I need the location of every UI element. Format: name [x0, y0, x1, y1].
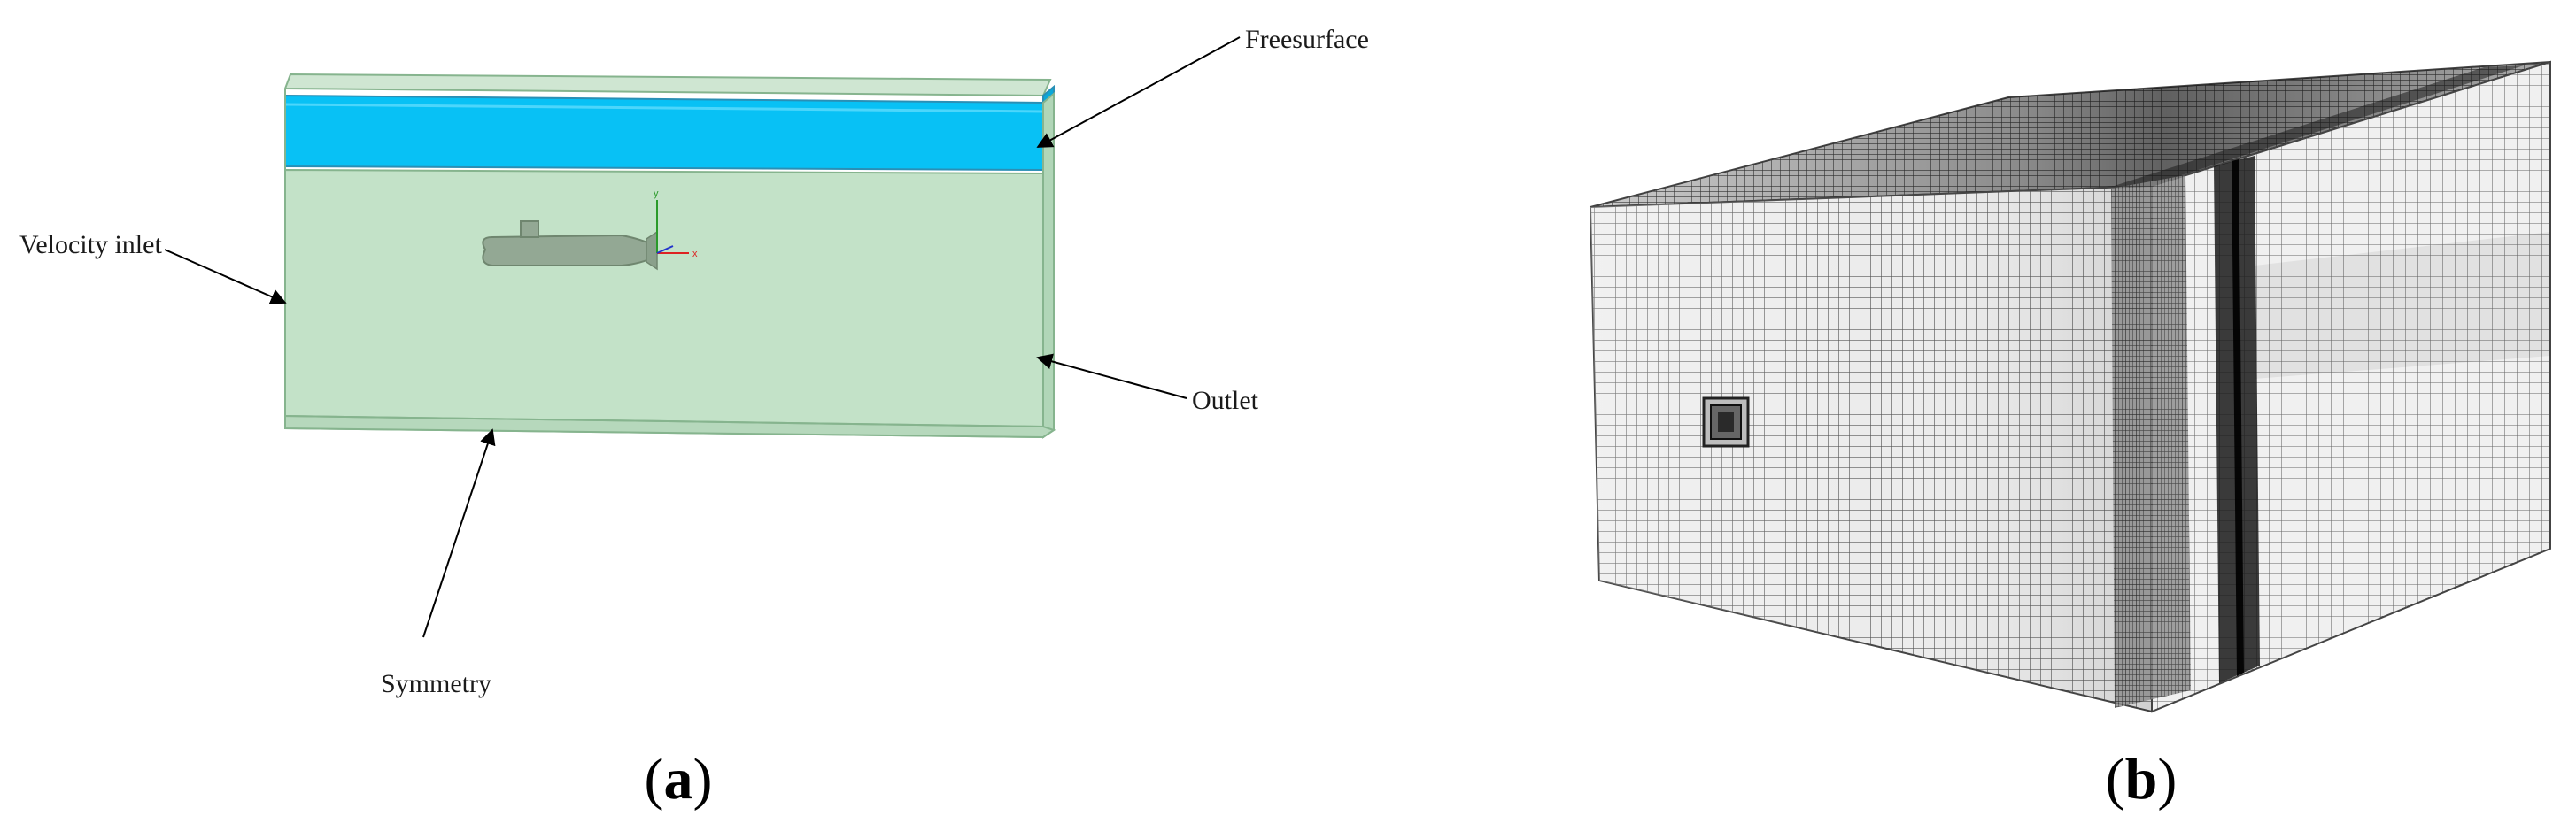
panel-b-mesh-view: (b)	[1589, 60, 2551, 812]
symmetry-label: Symmetry	[381, 669, 491, 698]
outlet-arrow	[1036, 353, 1187, 399]
freesurface-label: Freesurface	[1245, 25, 1369, 54]
freesurface-arrow	[1036, 36, 1241, 148]
coordinate-axes-icon: y x	[654, 189, 698, 259]
computational-domain-body	[284, 168, 1044, 439]
symmetry-arrow	[422, 428, 496, 638]
caption-a: (a)	[645, 747, 713, 812]
axis-x-label: x	[692, 249, 698, 259]
mesh-body-refinement	[1702, 396, 1750, 448]
domain-right-face	[1042, 91, 1055, 439]
domain-top-face	[283, 73, 1052, 97]
caption-b: (b)	[2106, 747, 2178, 812]
axis-y-label: y	[654, 189, 659, 199]
velocity-inlet-label: Velocity inlet	[19, 230, 162, 259]
mesh-top-refinement	[2100, 65, 2524, 190]
mesh-refinement-band-1	[2111, 175, 2191, 708]
velocity-inlet-arrow	[164, 249, 287, 304]
outlet-label: Outlet	[1192, 386, 1259, 415]
panel-a-domain-diagram: y x Freesurface Velocity inlet Outlet Sy…	[19, 25, 1369, 812]
